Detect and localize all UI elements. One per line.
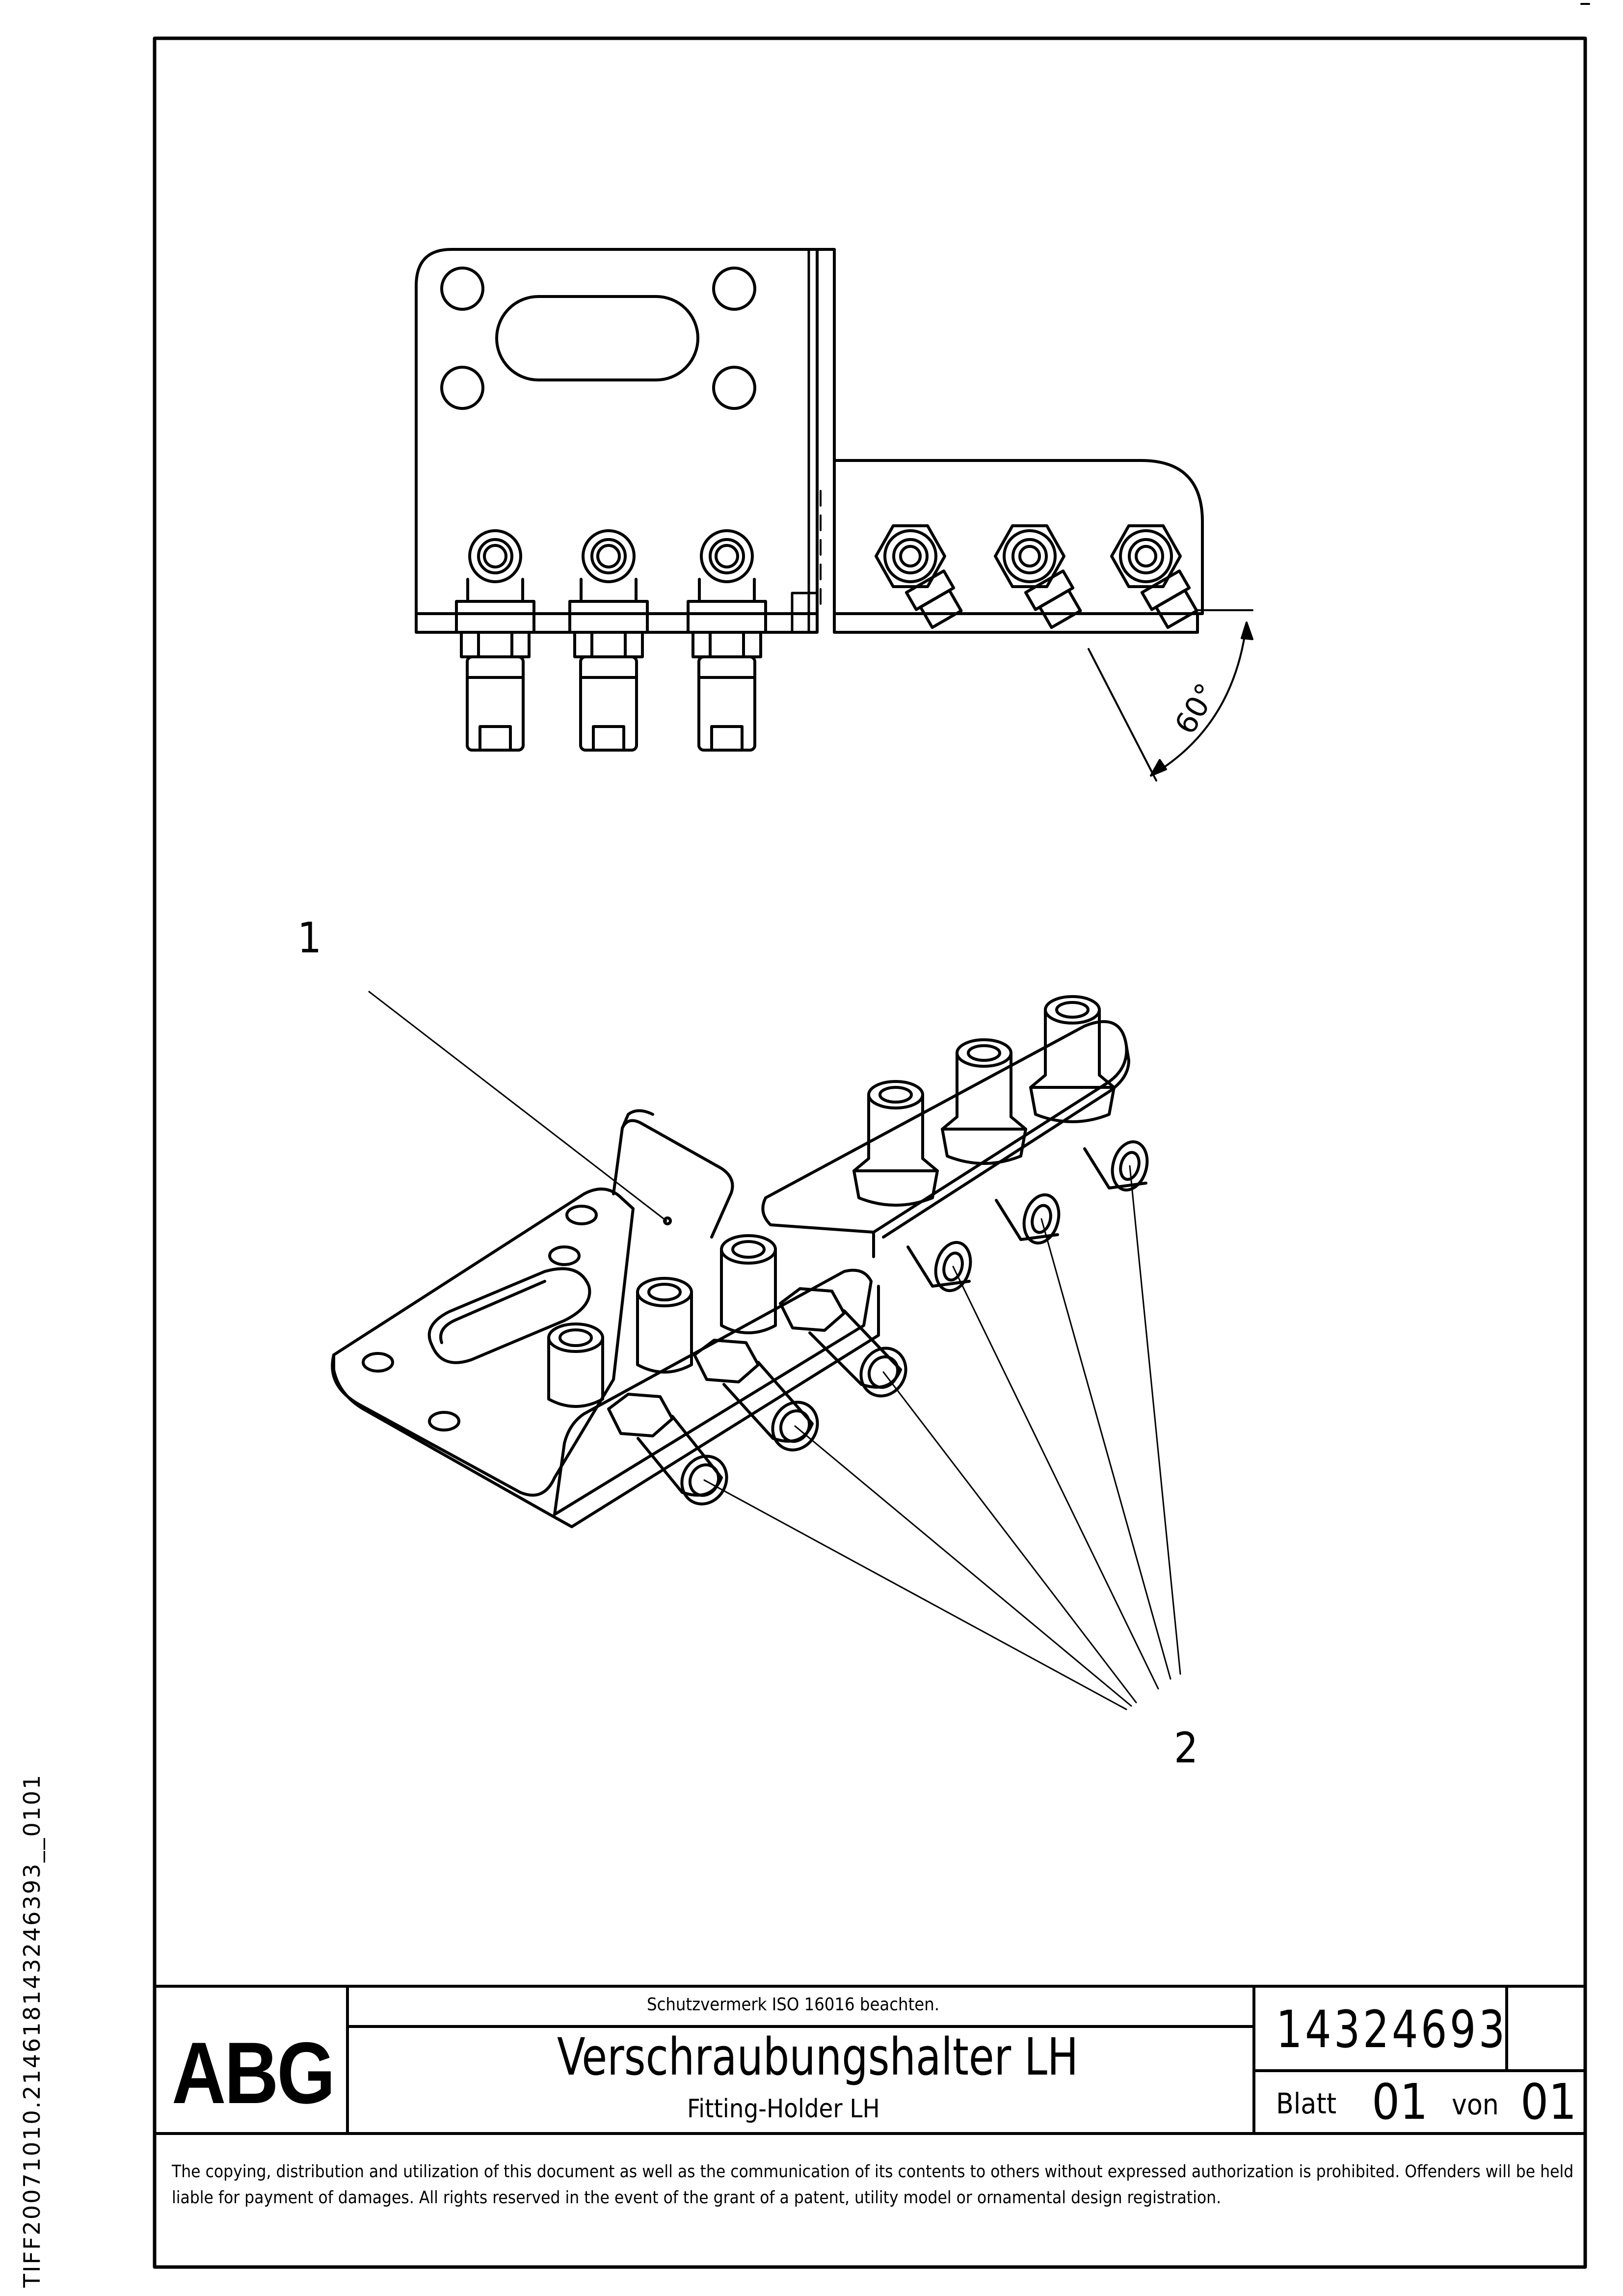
sheet-label: Blatt (1276, 2087, 1337, 2120)
of-label: von (1452, 2088, 1499, 2121)
document-number: 14324693 (1276, 1999, 1508, 2059)
callout-2: 2 (1174, 1724, 1198, 1773)
protection-note: Schutzvermerk ISO 16016 beachten. (647, 1995, 940, 2015)
title-block (153, 1985, 1587, 2135)
sheet-total: 01 (1520, 2073, 1577, 2131)
copyright-notice: The copying, distribution and utilizatio… (172, 2162, 1574, 2208)
title-german: Verschraubungshalter LH (557, 2027, 1079, 2087)
sheet-number: 01 (1372, 2073, 1428, 2131)
abg-logo: ABG (172, 2024, 335, 2122)
leader-lines (368, 991, 1181, 1710)
title-english: Fitting-Holder LH (687, 2094, 880, 2124)
side-identifier: TIFF20071010.214618143246393__0101 (19, 1773, 45, 2288)
drawing-frame (153, 36, 1587, 2269)
front-view (415, 248, 1253, 782)
isometric-view (331, 995, 1149, 1528)
angle-dimension (1088, 609, 1253, 782)
vertical-fittings (455, 529, 767, 752)
angle-label: 60° (1168, 677, 1224, 740)
angled-fittings (875, 524, 1198, 629)
callout-1: 1 (297, 914, 322, 963)
